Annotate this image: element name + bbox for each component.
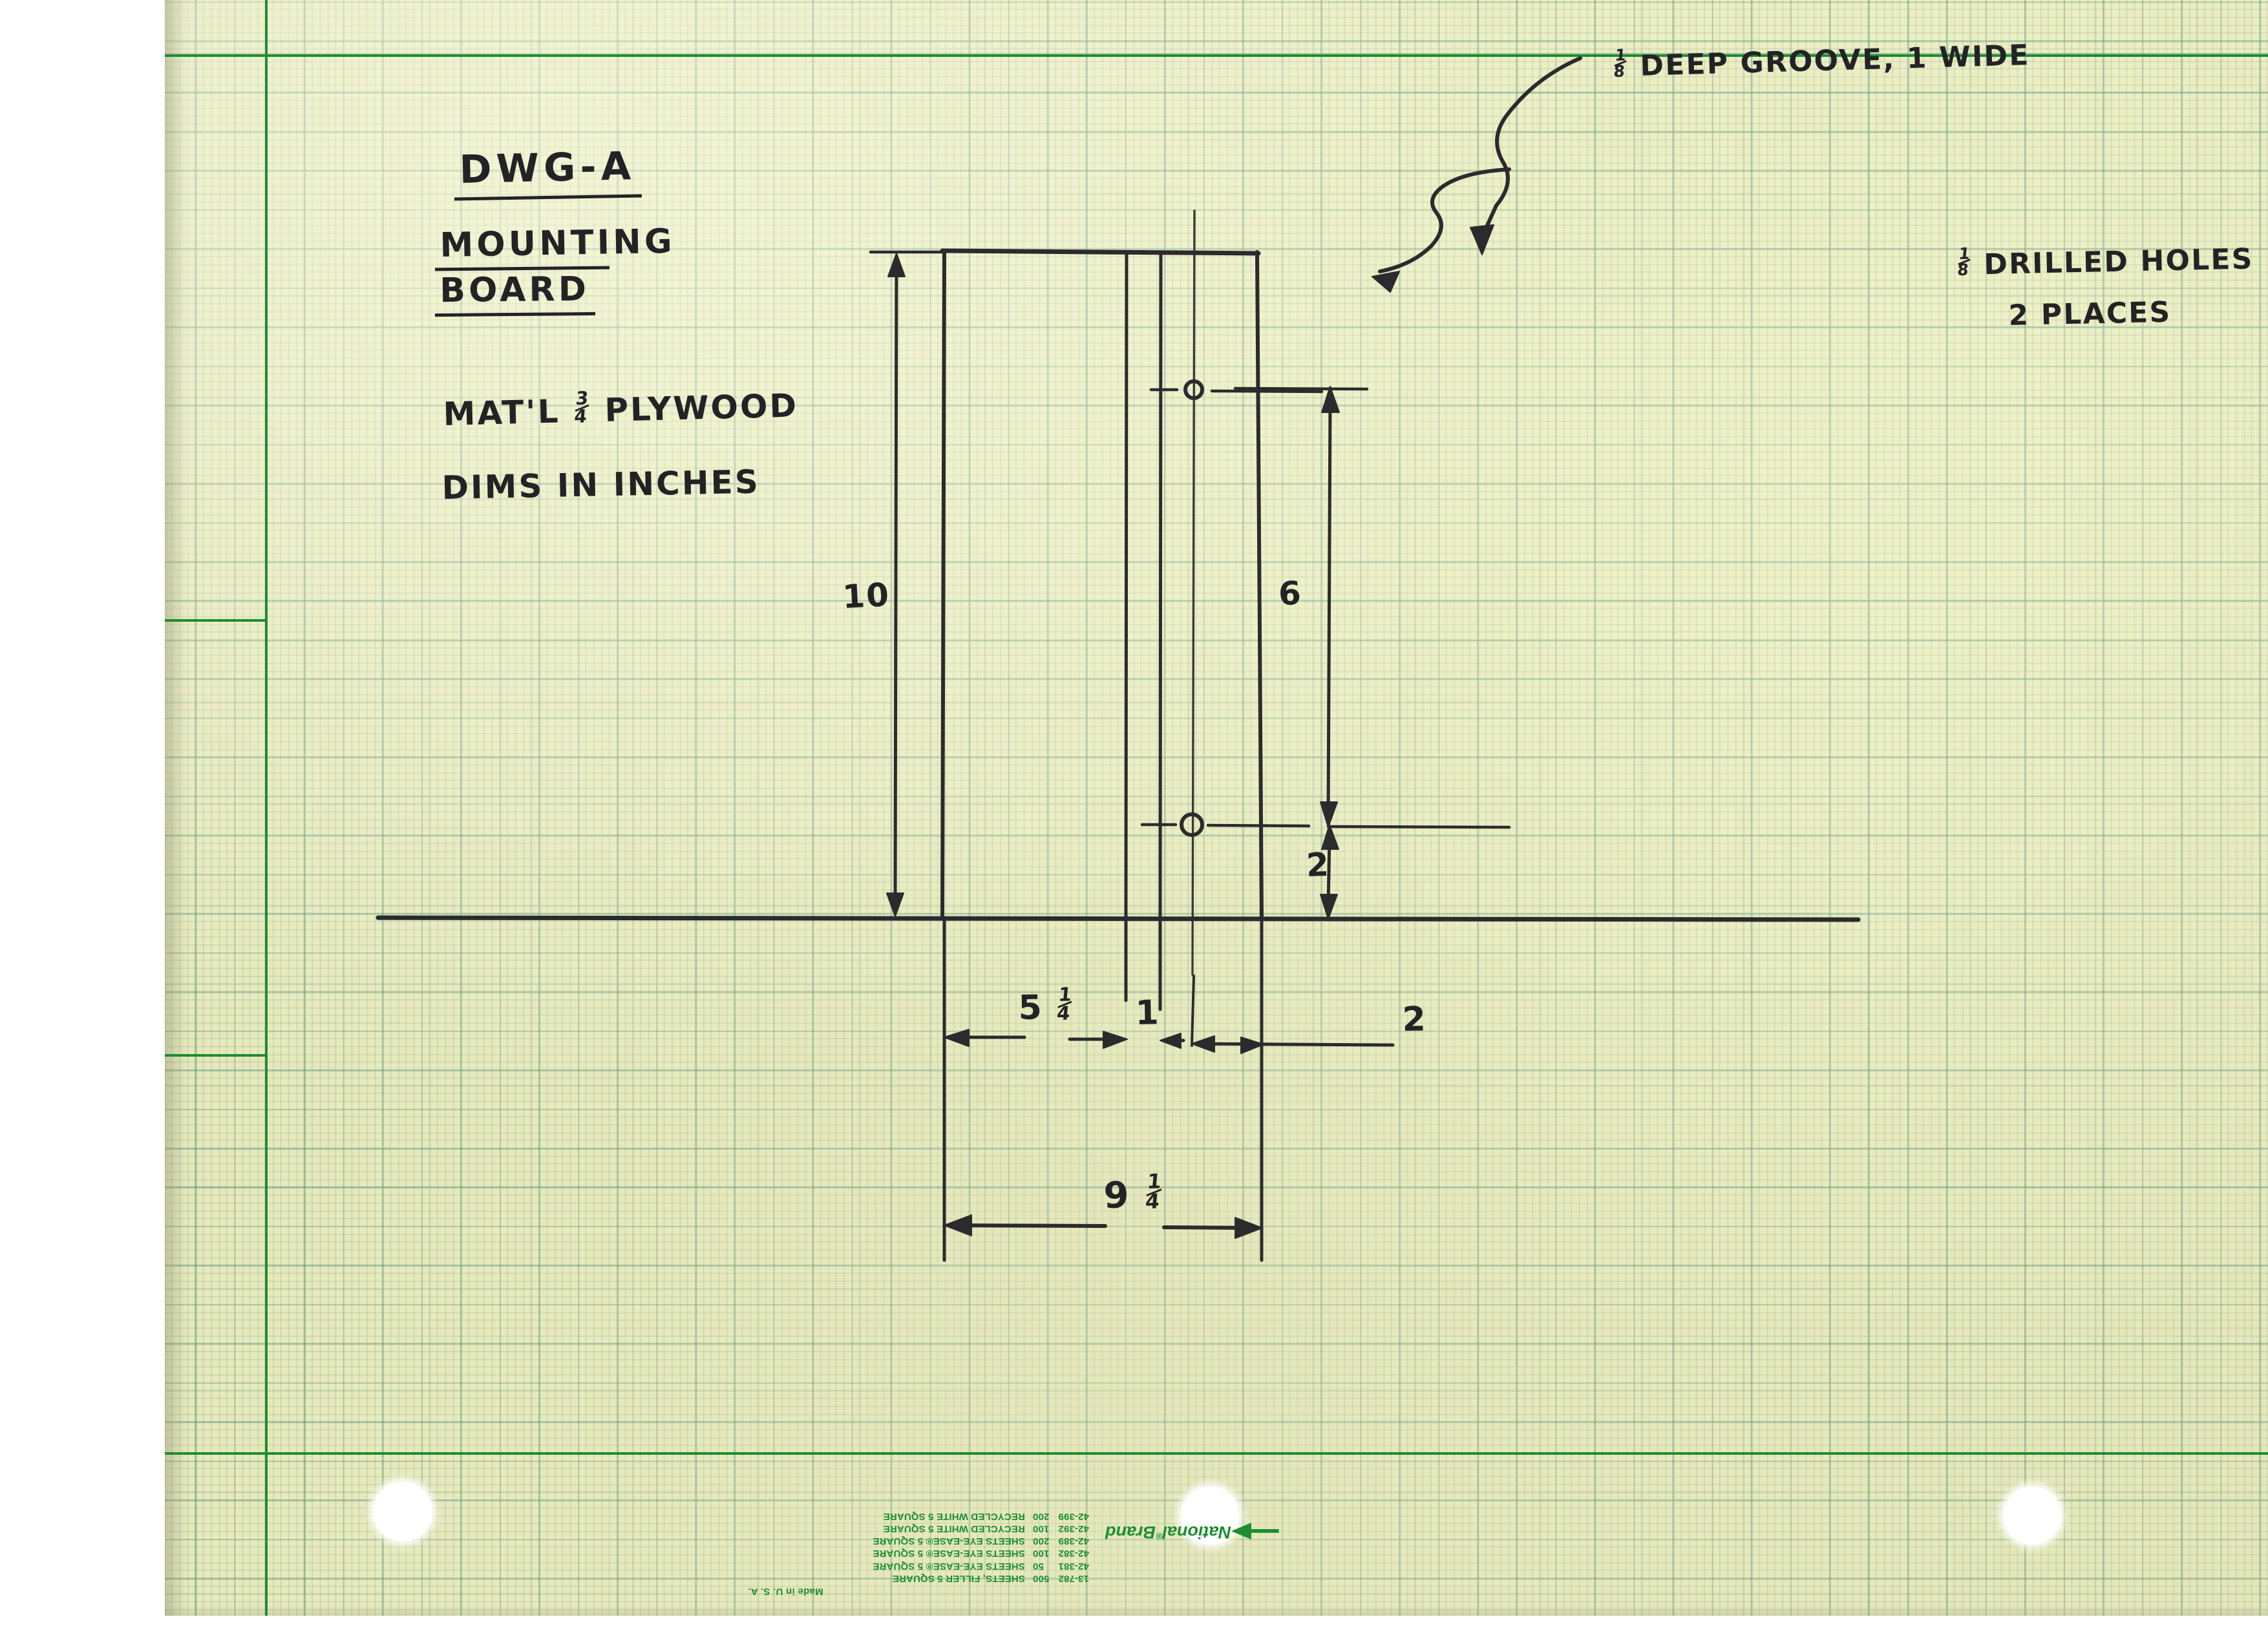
brand-word-national: National [1162, 1523, 1231, 1542]
product-desc: SHEETS EYE-EASE® 5 SQUARE [873, 1535, 1025, 1547]
drawing-number-underline [454, 194, 642, 201]
made-in-label: Made in U. S. A. [748, 1585, 823, 1597]
dim-width-overall: 9 1 4 [1103, 1170, 1164, 1217]
dim-height-overall: 10 [842, 576, 891, 616]
product-desc: SHEETS EYE-EASE® 5 SQUARE [873, 1548, 1025, 1559]
dim-width-overall-whole: 9 [1103, 1174, 1131, 1217]
material-note: MAT'L 3 4 PLYWOOD [443, 387, 799, 433]
sheet-bottom-shadow [165, 1605, 2268, 1616]
product-desc: SHEETS EYE-EASE® 5 SQUARE [873, 1560, 1025, 1572]
product-qty: 500 [1032, 1572, 1050, 1584]
sheet-left-shadow [165, 0, 187, 1616]
margin-tick-left-bottom [165, 1452, 265, 1455]
material-label: MAT'L [443, 392, 561, 433]
groove-annotation-text: DEEP GROOVE, 1 WIDE [1639, 38, 2031, 83]
margin-tick-left-lower [165, 1054, 265, 1057]
product-code: 13-782 [1058, 1572, 1089, 1584]
product-row: 42-392 100 RECYCLED WHITE 5 SQUARE [873, 1521, 1089, 1534]
product-qty: 100 [1032, 1548, 1050, 1559]
product-desc: RECYCLED WHITE 5 SQUARE [883, 1510, 1025, 1522]
dim-groove-width: 1 [1135, 993, 1161, 1033]
product-code: 42-389 [1058, 1535, 1089, 1547]
punch-hole-left [373, 1482, 432, 1541]
product-desc: RECYCLED WHITE 5 SQUARE [883, 1523, 1025, 1534]
drawing-number: DWG-A [459, 143, 636, 193]
margin-tick-left-upper [165, 54, 265, 57]
dim-lower-hole-to-bottom: 2 [1306, 845, 1331, 884]
product-row: 13-782 500 SHEETS, FILLER 5 SQUARE [873, 1571, 1089, 1584]
margin-tick-left-mid [165, 619, 265, 622]
product-row: 42-399 200 RECYCLED WHITE 5 SQUARE [873, 1509, 1089, 1521]
product-code: 42-392 [1058, 1523, 1089, 1534]
product-code: 42-381 [1058, 1560, 1089, 1572]
product-code-rows: 13-782 500 SHEETS, FILLER 5 SQUARE 42-38… [873, 1509, 1089, 1584]
holes-annotation-line1: 1 8 DRILLED HOLES [1956, 242, 2254, 282]
brand-word-brand: Brand [1105, 1523, 1156, 1542]
product-row: 42-382 100 SHEETS EYE-EASE® 5 SQUARE [873, 1547, 1089, 1559]
brand-flag-icon [1231, 1523, 1279, 1539]
margin-rule-top [265, 54, 2268, 57]
product-qty: 200 [1032, 1535, 1050, 1547]
national-brand-logo: National®Brand [1105, 1522, 1283, 1542]
drawing-subject-underline2 [434, 312, 596, 317]
material-fraction: 3 4 [573, 387, 591, 428]
groove-fraction: 1 8 [1613, 45, 1629, 81]
drawing-subject-line1: MOUNTING [440, 222, 676, 265]
margin-rule-vertical [265, 0, 268, 1616]
product-code: 42-399 [1058, 1510, 1089, 1522]
groove-annotation: 1 8 DEEP GROOVE, 1 WIDE [1613, 39, 2030, 83]
product-qty: 50 [1032, 1560, 1044, 1572]
material-name: PLYWOOD [604, 386, 799, 429]
dim-left-segment-fraction: 1 4 [1056, 983, 1074, 1024]
product-code-table: 13-782 500 SHEETS, FILLER 5 SQUARE 42-38… [873, 1509, 1089, 1584]
punch-hole-right [2003, 1486, 2061, 1545]
brand-registered-icon: ® [1156, 1531, 1163, 1541]
product-row: 42-389 200 SHEETS EYE-EASE® 5 SQUARE [873, 1534, 1089, 1547]
units-note: DIMS IN INCHES [441, 463, 761, 507]
graph-paper-sheet: DWG-A MOUNTING BOARD MAT'L 3 4 PLYWOOD D… [165, 0, 2268, 1616]
drawing-subject-line2: BOARD [440, 269, 590, 310]
margin-rule-bottom [265, 1452, 2268, 1455]
paper-product-footer: Made in U. S. A. 13-782 500 SHEETS, FILL… [747, 1509, 1089, 1597]
punch-hole-center [1181, 1486, 1239, 1545]
product-qty: 100 [1032, 1523, 1050, 1534]
dim-left-segment: 5 1 4 [1018, 983, 1075, 1028]
dim-hole-spacing: 6 [1278, 574, 1303, 613]
holes-annotation-text1: DRILLED HOLES [1983, 242, 2254, 282]
product-code: 42-382 [1058, 1548, 1089, 1559]
product-desc: SHEETS, FILLER 5 SQUARE [892, 1572, 1025, 1584]
holes-annotation-line2: 2 PLACES [2008, 295, 2172, 332]
dim-width-overall-fraction: 1 4 [1144, 1170, 1164, 1214]
product-row: 42-381 50 SHEETS EYE-EASE® 5 SQUARE [873, 1559, 1089, 1571]
product-qty: 200 [1032, 1510, 1050, 1522]
holes-fraction: 1 8 [1956, 244, 1973, 280]
dim-right-segment: 2 [1402, 1000, 1428, 1039]
dim-left-segment-whole: 5 [1018, 988, 1044, 1028]
